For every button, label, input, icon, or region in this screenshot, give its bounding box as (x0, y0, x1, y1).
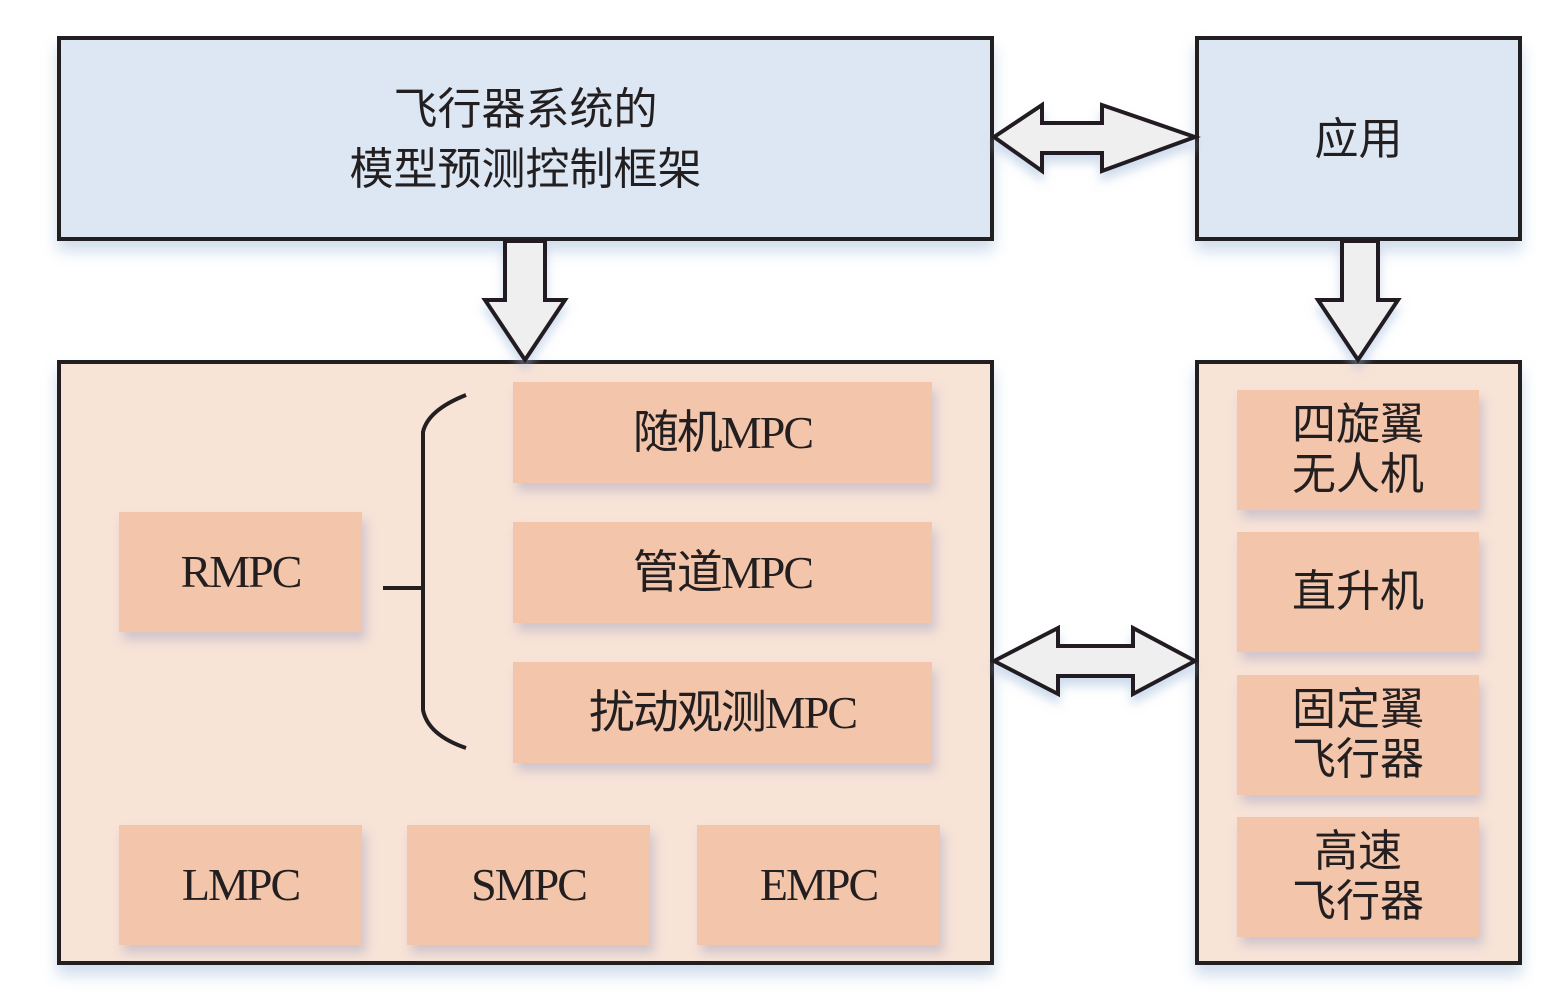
aircraft-label-line2: 无人机 (1292, 449, 1424, 500)
rmpc-variant-label: 随机MPC (632, 406, 814, 458)
mpc-type-box: LMPC (119, 825, 362, 945)
rmpc-box: RMPC (119, 512, 362, 632)
rmpc-variant-box: 扰动观测MPC (513, 662, 932, 763)
down-arrow-icon (481, 239, 569, 364)
framework-title-line2: 模型预测控制框架 (349, 144, 702, 195)
rmpc-variant-box: 管道MPC (513, 522, 932, 623)
aircraft-label-line2: 飞行器 (1292, 734, 1424, 785)
double-arrow-icon (990, 101, 1201, 175)
brace-connector (421, 393, 467, 750)
rmpc-variant-label: 扰动观测MPC (588, 686, 858, 738)
aircraft-label-line1: 四旋翼 (1292, 399, 1424, 450)
aircraft-box: 高速 飞行器 (1237, 817, 1479, 937)
mpc-type-box: EMPC (697, 825, 940, 945)
framework-title-line1: 飞行器系统的 (393, 84, 658, 135)
aircraft-box: 直升机 (1237, 532, 1479, 652)
application-title: 应用 (1314, 114, 1403, 165)
mpc-type-label: SMPC (471, 859, 588, 910)
framework-panel: 飞行器系统的 模型预测控制框架 (57, 36, 994, 241)
aircraft-label-line1: 直升机 (1292, 566, 1424, 617)
double-arrow-icon (989, 624, 1200, 698)
down-arrow-icon (1314, 239, 1402, 364)
aircraft-label-line2: 飞行器 (1292, 876, 1424, 927)
rmpc-variant-label: 管道MPC (632, 546, 814, 598)
mpc-type-label: EMPC (759, 859, 879, 910)
rmpc-variant-box: 随机MPC (513, 382, 932, 483)
aircraft-label-line1: 高速 (1314, 826, 1402, 877)
application-panel: 应用 (1195, 36, 1522, 241)
mpc-type-box: SMPC (407, 825, 650, 945)
aircraft-box: 四旋翼 无人机 (1237, 390, 1479, 510)
rmpc-label: RMPC (180, 546, 303, 597)
mpc-type-label: LMPC (181, 859, 301, 910)
aircraft-box: 固定翼 飞行器 (1237, 675, 1479, 795)
aircraft-label-line1: 固定翼 (1292, 684, 1424, 735)
